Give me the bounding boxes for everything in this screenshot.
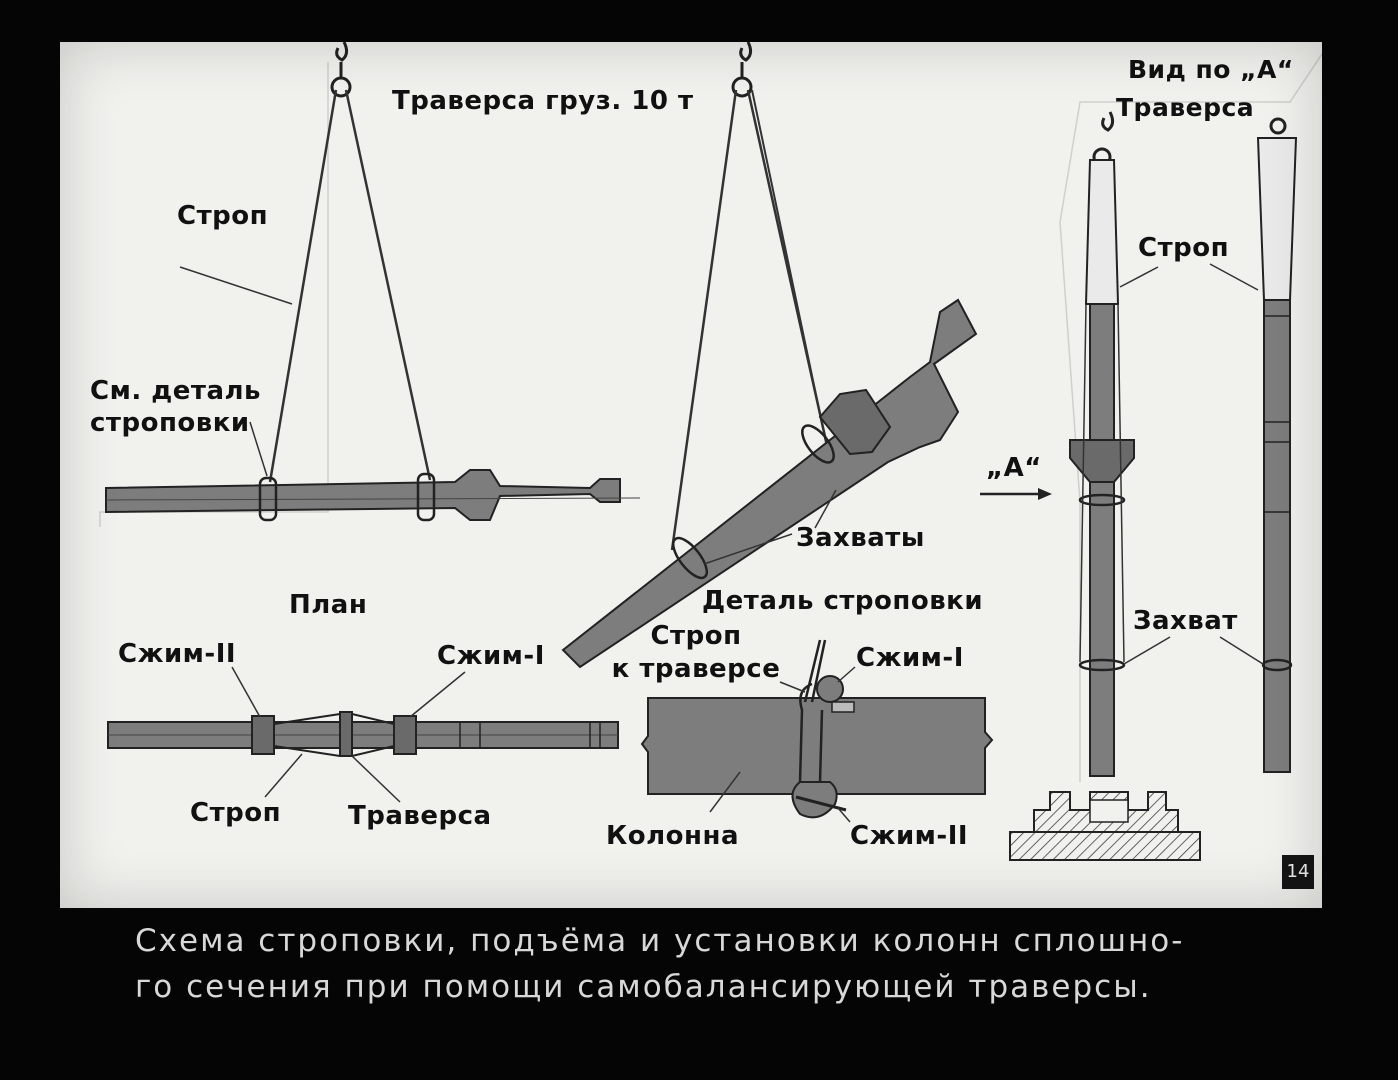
right-column-side [1261,299,1293,773]
middle-slings [670,89,837,551]
label-clamp1-plan: Сжим-I [437,641,545,671]
left-crane-hook [330,42,352,98]
label-see-detail-2: строповки [90,408,250,438]
label-strop-left: Строп [177,201,269,231]
leader-grips [703,489,837,565]
arrow-a [980,488,1052,500]
label-strop-plan: Строп [190,798,282,828]
label-strop-to-traverse-2: к траверсе [611,654,781,684]
label-strop-right: Строп [1138,233,1230,263]
label-traverse-right: Траверса [1116,93,1255,122]
right-column-front [1069,303,1135,777]
label-grips: Захваты [796,523,925,553]
left-column [105,469,641,522]
slide-frame: Траверса груз. 10 т Вид по „А“ Строп См.… [60,42,1322,908]
right-slings [1079,303,1125,663]
diagram-title: Траверса груз. 10 т [392,86,694,116]
rigging-diagram [99,42,1322,861]
leader-strop-left [179,266,293,305]
label-plan: План [289,590,368,620]
foundation-section [1009,791,1201,861]
middle-column [561,298,978,669]
caption-line-1: Схема строповки, подъёма и установки кол… [135,923,1185,959]
leader-see-detail [249,421,268,477]
caption-line-2: го сечения при помощи самобалансирующей … [135,969,1152,1005]
plan-view [107,666,619,803]
label-clamp2-detail: Сжим-II [850,821,969,851]
right-leaders [1119,263,1264,665]
slide-caption: Схема строповки, подъёма и установки кол… [135,918,1285,1010]
label-grip-right: Захват [1133,606,1238,636]
label-strop-to-traverse-1: Строп [650,621,742,651]
label-column: Колонна [606,821,739,851]
middle-crane-hook [731,42,753,98]
label-detail-title: Деталь строповки [702,586,984,616]
left-slings [268,89,432,483]
label-view-a: Вид по „А“ [1128,55,1294,84]
label-clamp1-detail: Сжим-I [856,643,964,673]
label-clamp2-plan: Сжим-II [118,639,237,669]
slinging-detail [640,639,994,823]
label-see-detail-1: См. деталь [90,376,261,406]
label-traverse-plan: Траверса [348,801,492,831]
right-traverse-assembly [1084,111,1298,305]
page-number: 14 [1282,855,1314,889]
label-arrow-a: „А“ [986,453,1042,483]
